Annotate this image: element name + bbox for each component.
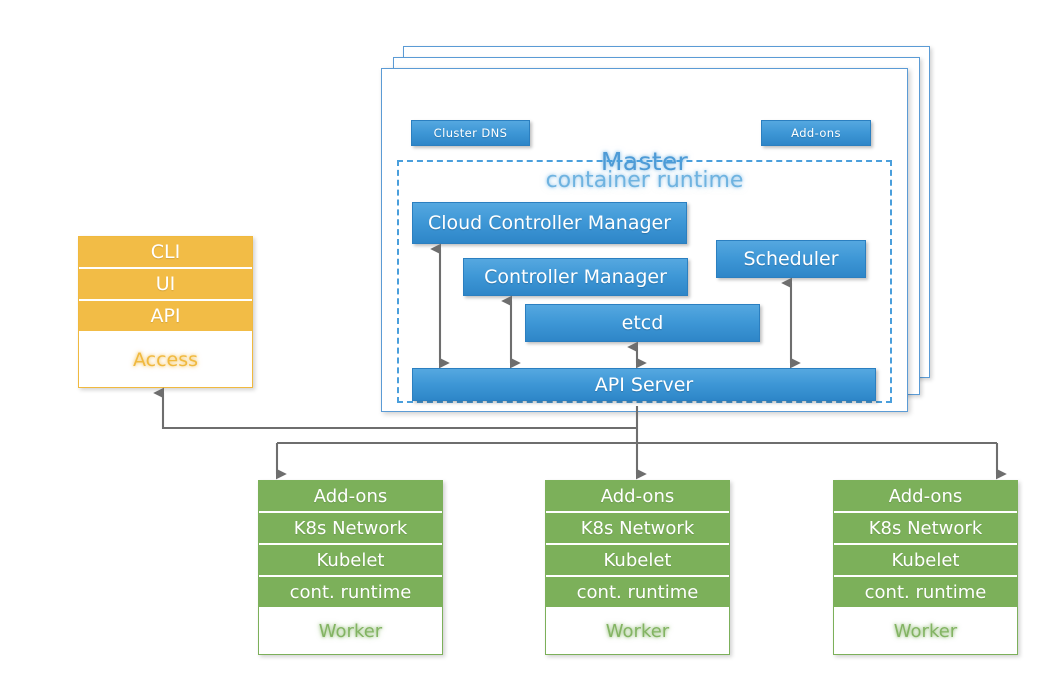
worker-3-row-network[interactable]: K8s Network — [834, 513, 1017, 545]
access-row-cli[interactable]: CLI — [79, 237, 252, 269]
access-row-ui[interactable]: UI — [79, 269, 252, 301]
container-runtime-title: container runtime — [545, 168, 744, 193]
worker-2-footer: Worker — [546, 609, 729, 654]
worker-2-row-addons[interactable]: Add-ons — [546, 481, 729, 513]
etcd-box[interactable]: etcd — [525, 304, 760, 342]
controller-manager-box[interactable]: Controller Manager — [463, 258, 688, 296]
addons-badge[interactable]: Add-ons — [761, 120, 871, 146]
cluster-dns-badge[interactable]: Cluster DNS — [411, 120, 530, 146]
worker-2-row-kubelet[interactable]: Kubelet — [546, 545, 729, 577]
worker-1-row-network[interactable]: K8s Network — [259, 513, 442, 545]
worker-node-1: Add-ons K8s Network Kubelet cont. runtim… — [258, 480, 443, 655]
addons-label: Add-ons — [791, 126, 841, 140]
worker-2-row-network[interactable]: K8s Network — [546, 513, 729, 545]
worker-3-row-addons[interactable]: Add-ons — [834, 481, 1017, 513]
worker-1-row-runtime[interactable]: cont. runtime — [259, 577, 442, 609]
scheduler-label: Scheduler — [743, 248, 839, 270]
worker-1-addons-label: Add-ons — [313, 485, 388, 507]
worker-1-footer: Worker — [259, 609, 442, 654]
worker-2-network-label: K8s Network — [580, 517, 695, 539]
access-stack: CLI UI API Access — [78, 236, 253, 388]
worker-3-row-kubelet[interactable]: Kubelet — [834, 545, 1017, 577]
scheduler-box[interactable]: Scheduler — [716, 240, 866, 278]
worker-3-kubelet-label: Kubelet — [891, 549, 960, 571]
worker-3-network-label: K8s Network — [868, 517, 983, 539]
access-row-cli-label: CLI — [150, 241, 181, 263]
worker-3-footer-label: Worker — [893, 621, 958, 642]
worker-2-addons-label: Add-ons — [600, 485, 675, 507]
access-row-api-label: API — [150, 305, 181, 327]
worker-node-3: Add-ons K8s Network Kubelet cont. runtim… — [833, 480, 1018, 655]
access-footer-label: Access — [132, 349, 199, 371]
api-server-label: API Server — [594, 373, 694, 396]
worker-3-addons-label: Add-ons — [888, 485, 963, 507]
worker-3-row-runtime[interactable]: cont. runtime — [834, 577, 1017, 609]
worker-1-row-addons[interactable]: Add-ons — [259, 481, 442, 513]
cloud-controller-manager-box[interactable]: Cloud Controller Manager — [412, 202, 687, 244]
worker-1-row-kubelet[interactable]: Kubelet — [259, 545, 442, 577]
worker-3-runtime-label: cont. runtime — [864, 581, 987, 603]
etcd-label: etcd — [621, 312, 664, 334]
cloud-controller-manager-label: Cloud Controller Manager — [427, 212, 672, 234]
cluster-dns-label: Cluster DNS — [433, 126, 508, 140]
container-runtime-region — [397, 160, 892, 403]
access-row-ui-label: UI — [155, 273, 176, 295]
worker-1-kubelet-label: Kubelet — [316, 549, 385, 571]
worker-node-2: Add-ons K8s Network Kubelet cont. runtim… — [545, 480, 730, 655]
worker-2-kubelet-label: Kubelet — [603, 549, 672, 571]
api-server-box[interactable]: API Server — [412, 368, 876, 401]
worker-2-footer-label: Worker — [605, 621, 670, 642]
worker-2-row-runtime[interactable]: cont. runtime — [546, 577, 729, 609]
worker-1-runtime-label: cont. runtime — [289, 581, 412, 603]
worker-1-network-label: K8s Network — [293, 517, 408, 539]
access-row-api[interactable]: API — [79, 301, 252, 333]
worker-2-runtime-label: cont. runtime — [576, 581, 699, 603]
access-footer: Access — [79, 333, 252, 387]
controller-manager-label: Controller Manager — [484, 266, 667, 288]
worker-1-footer-label: Worker — [318, 621, 383, 642]
worker-3-footer: Worker — [834, 609, 1017, 654]
